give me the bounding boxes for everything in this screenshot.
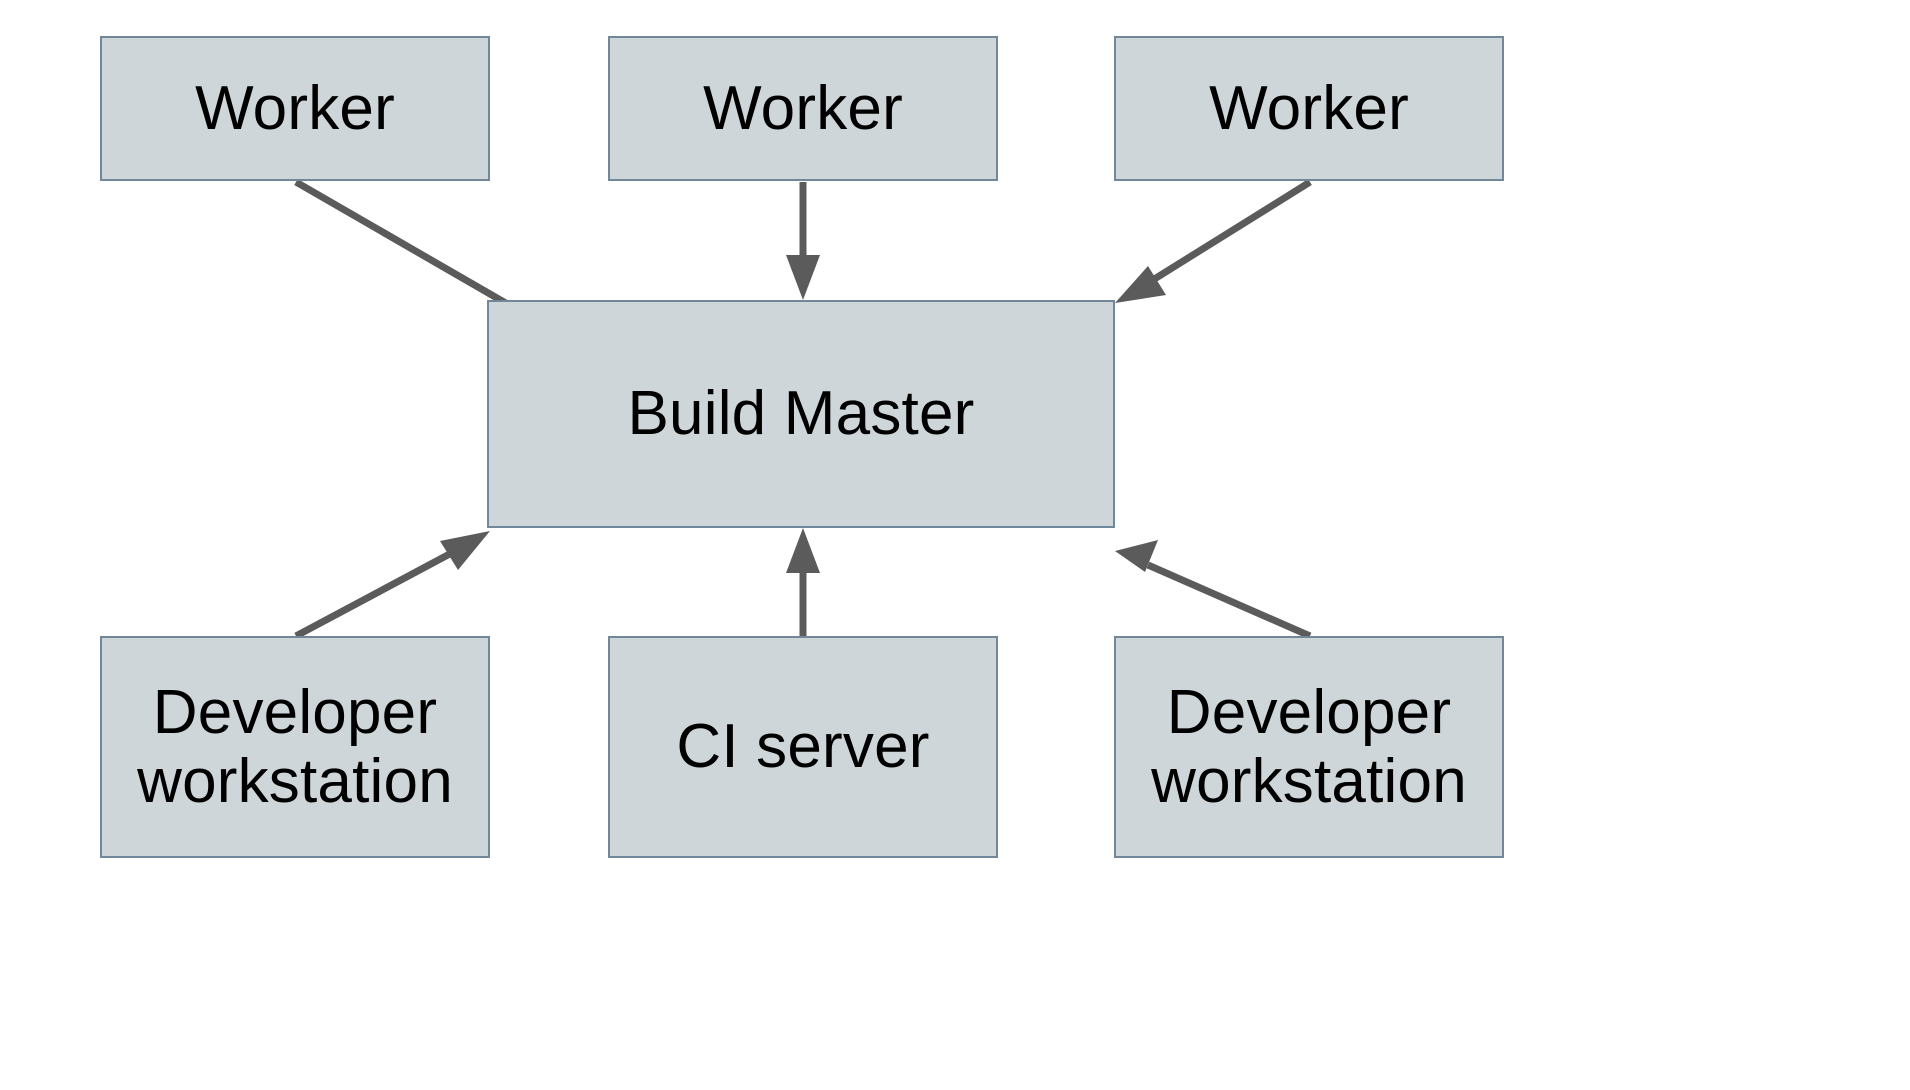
node-worker-left-label: Worker — [195, 73, 395, 143]
node-developer-workstation-right[interactable]: Developer workstation — [1114, 636, 1504, 858]
node-developer-workstation-left-label: Developer workstation — [137, 677, 453, 816]
edge-worker-mid-to-build-master — [786, 182, 820, 300]
node-ci-server[interactable]: CI server — [608, 636, 998, 858]
edge-dev-left-to-build-master — [294, 531, 490, 640]
edge-worker-right-to-build-master — [1115, 179, 1312, 303]
edge-dev-right-to-build-master — [1115, 540, 1312, 640]
node-worker-mid-label: Worker — [703, 73, 903, 143]
node-ci-server-label: CI server — [676, 712, 930, 782]
node-build-master-label: Build Master — [627, 379, 975, 449]
node-worker-mid[interactable]: Worker — [608, 36, 998, 181]
node-worker-right-label: Worker — [1209, 73, 1409, 143]
node-worker-left[interactable]: Worker — [100, 36, 490, 181]
node-developer-workstation-right-label: Developer workstation — [1151, 677, 1467, 816]
edge-ci-server-to-build-master — [786, 528, 820, 636]
node-build-master[interactable]: Build Master — [487, 300, 1115, 528]
node-worker-right[interactable]: Worker — [1114, 36, 1504, 181]
node-developer-workstation-left[interactable]: Developer workstation — [100, 636, 490, 858]
